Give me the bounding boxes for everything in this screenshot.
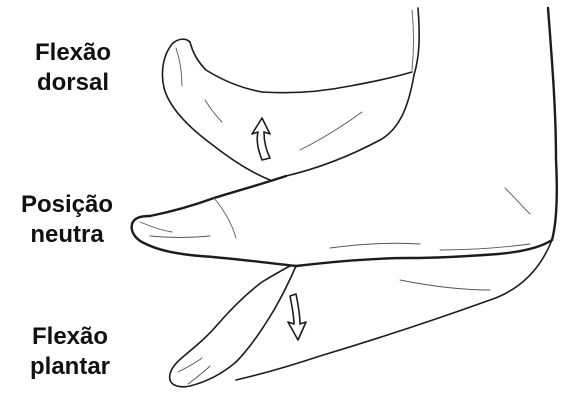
foot-neutral-position [132,176,552,266]
curved-arrow-down-icon [288,294,306,340]
foot-dorsal-flexion [162,8,419,180]
foot-plantar-flexion [170,240,552,387]
curved-arrow-up-icon [252,118,270,160]
leg-and-ankle [505,8,557,240]
